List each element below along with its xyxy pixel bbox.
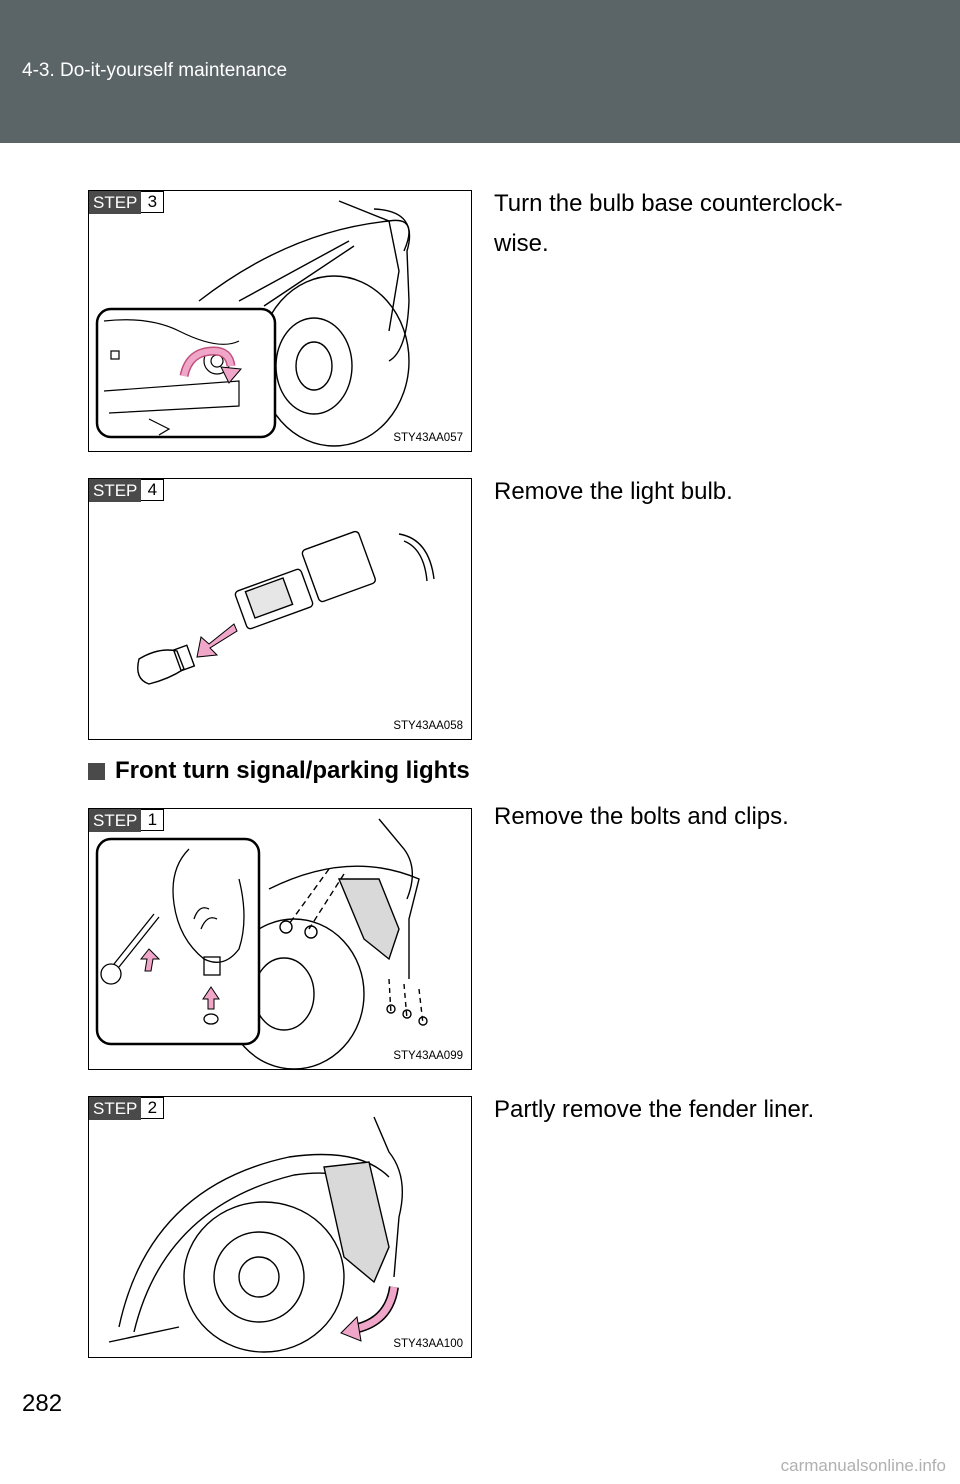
step-2-description: Partly remove the fender liner. <box>494 1090 914 1130</box>
page-number: 282 <box>22 1390 63 1417</box>
bolts-clips-illustration <box>95 818 428 1069</box>
step-number: 4 <box>141 479 165 501</box>
step-3-description: Turn the bulb base counterclock- wise. <box>494 184 914 264</box>
figure-step-3: STEP 3 STY43AA057 <box>88 190 472 452</box>
figure-code: STY43AA100 <box>393 1338 463 1350</box>
step-label: STEP <box>89 809 142 832</box>
watermark: carmanualsonline.info <box>780 1456 946 1475</box>
step-4-description: Remove the light bulb. <box>494 472 914 512</box>
page-header: 4-3. Do-it-yourself maintenance <box>0 0 960 143</box>
bulb-base-illustration <box>95 200 411 447</box>
square-bullet-icon <box>88 762 105 780</box>
step-number: 1 <box>141 809 165 831</box>
figure-code: STY43AA058 <box>393 720 463 732</box>
step-label: STEP <box>89 479 142 502</box>
figure-step-2: STEP 2 STY43AA100 <box>88 1096 472 1358</box>
step-1-text-line-1: Remove the bolts and clips. <box>494 803 789 830</box>
header-title: 4-3. Do-it-yourself maintenance <box>22 60 288 81</box>
step-number: 2 <box>141 1097 165 1119</box>
step-3-text-line-1: Turn the bulb base counterclock- <box>494 190 843 217</box>
figure-code: STY43AA099 <box>393 1050 463 1062</box>
fender-liner-illustration <box>108 1116 404 1353</box>
figure-code: STY43AA057 <box>393 432 463 444</box>
step-3-text-line-2: wise. <box>494 230 549 257</box>
step-1-description: Remove the bolts and clips. <box>494 797 914 837</box>
section-title: Front turn signal/parking lights <box>115 757 470 784</box>
figure-step-1: STEP 1 STY43AA099 <box>88 808 472 1070</box>
step-badge: STEP 4 <box>89 479 165 502</box>
light-bulb-illustration <box>137 530 435 685</box>
step-badge: STEP 1 <box>89 809 165 832</box>
step-badge: STEP 2 <box>89 1097 165 1120</box>
step-number: 3 <box>141 191 165 213</box>
step-2-text-line-1: Partly remove the fender liner. <box>494 1096 815 1123</box>
step-label: STEP <box>89 1097 142 1120</box>
step-label: STEP <box>89 191 142 214</box>
step-badge: STEP 3 <box>89 191 165 214</box>
figure-step-4: STEP 4 STY43AA058 <box>88 478 472 740</box>
section-heading: Front turn signal/parking lights <box>88 757 470 785</box>
step-4-text-line-1: Remove the light bulb. <box>494 478 733 505</box>
